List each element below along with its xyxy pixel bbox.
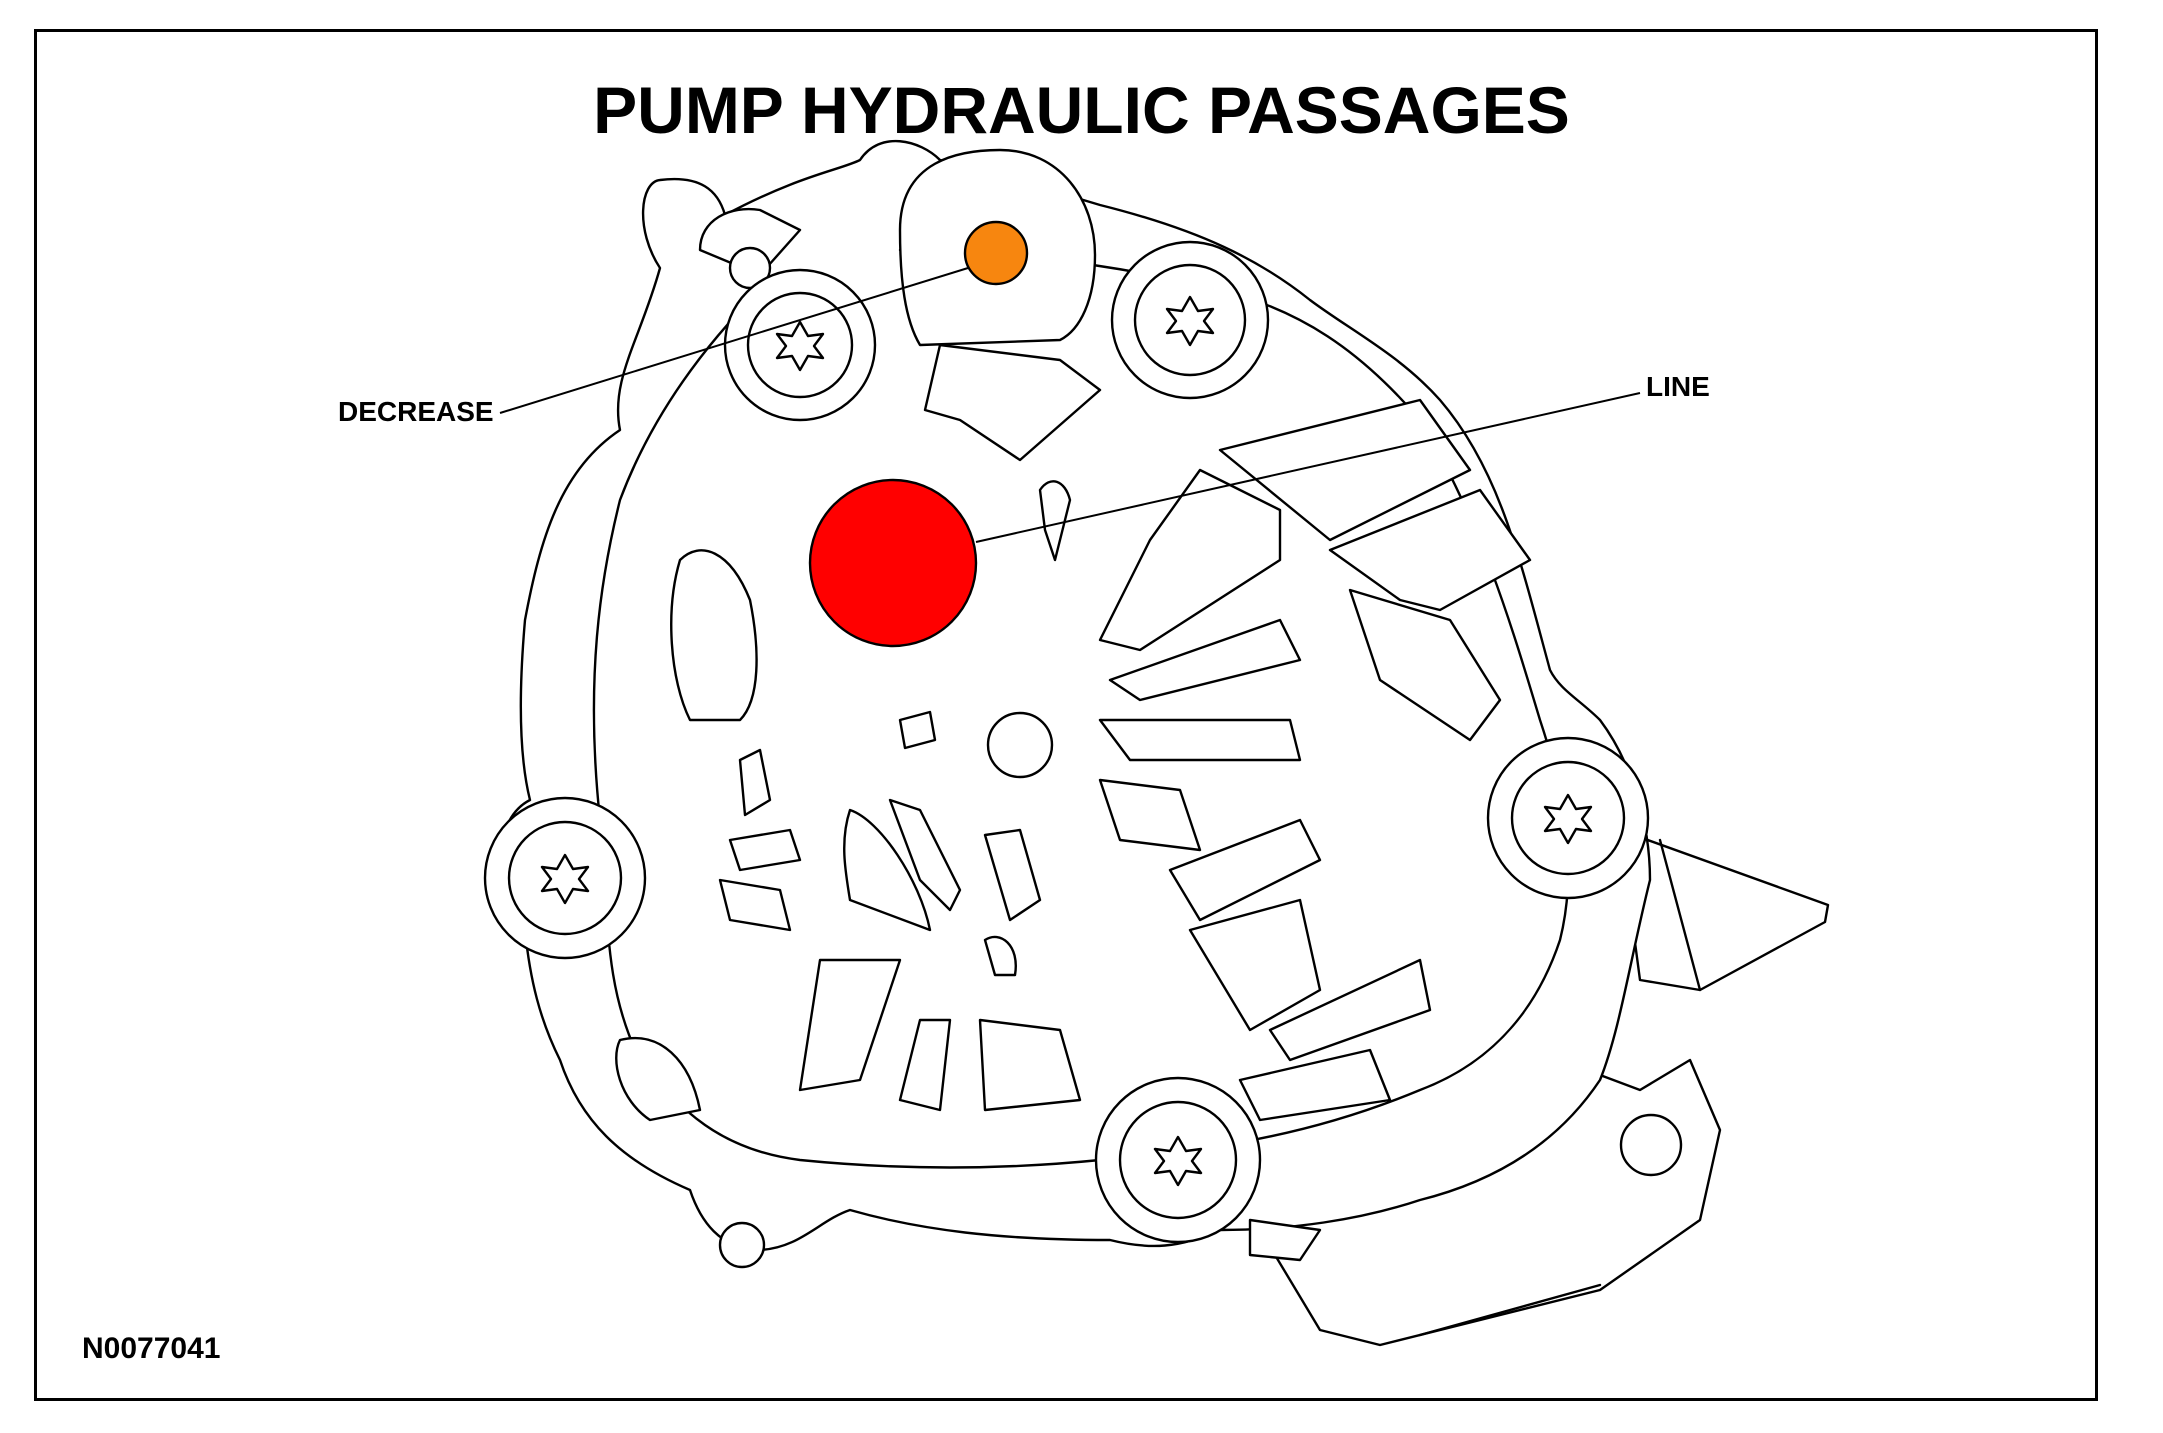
figure-id: N0077041 xyxy=(82,1332,221,1365)
callout-decrease: DECREASE xyxy=(338,396,494,427)
lower-housing xyxy=(1258,1058,1722,1347)
internal-cavities xyxy=(615,343,1532,1262)
bolt-boss-top-right xyxy=(1110,240,1270,400)
bolt-boss-left xyxy=(483,796,647,960)
bolt-boss-right xyxy=(1486,736,1650,900)
center-hub xyxy=(986,711,1054,779)
diagram-title: PUMP HYDRAULIC PASSAGES xyxy=(593,73,1570,147)
bolt-boss-bottom xyxy=(1094,1076,1262,1244)
line-leader-line xyxy=(975,392,1641,543)
diagram-frame xyxy=(34,29,2098,1401)
right-wing xyxy=(1618,828,1830,992)
bolt-boss-bottom-left xyxy=(718,1221,766,1269)
line-passage-dot xyxy=(808,478,978,648)
decrease-leader-line xyxy=(499,267,969,414)
decrease-passage-dot xyxy=(963,220,1029,286)
callout-line: LINE xyxy=(1646,371,1710,402)
